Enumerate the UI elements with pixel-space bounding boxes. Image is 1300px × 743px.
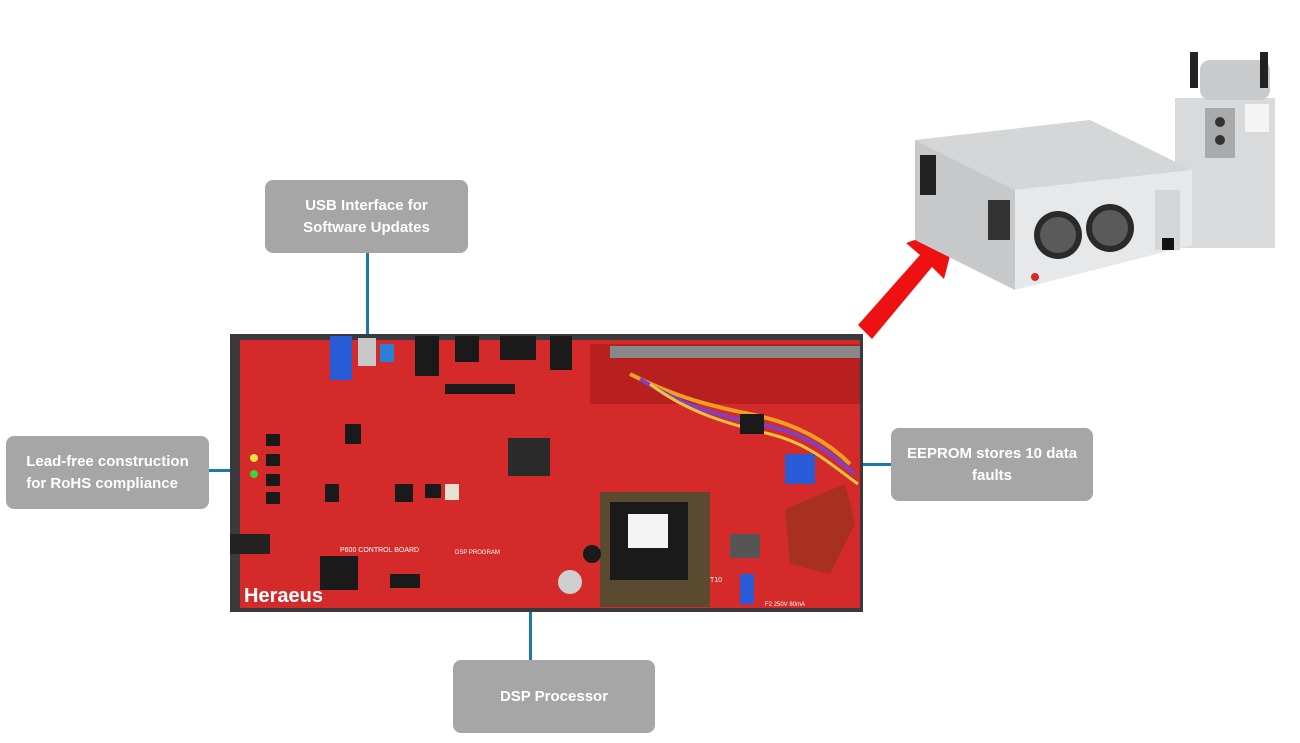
board-fuse-label: F2 250V 80mA <box>765 602 805 608</box>
board-dsp-label: DSP PROGRAM <box>455 550 500 556</box>
callout-dsp-processor: DSP Processor <box>453 660 655 733</box>
board-silkscreen-title: P600 CONTROL BOARD <box>340 547 419 554</box>
callout-usb-interface: USB Interface for Software Updates <box>265 180 468 253</box>
callout-lead-free: Lead-free construction for RoHS complian… <box>6 436 209 509</box>
power-supply-unit-illustration <box>915 52 1275 290</box>
callout-eeprom-line1: EEPROM stores 10 data <box>906 444 1078 462</box>
callout-eeprom: EEPROM stores 10 data faults <box>891 428 1093 501</box>
callout-dsp-line1: DSP Processor <box>499 687 609 705</box>
board-brand-logo: Heraeus <box>244 585 323 607</box>
red-arrow-icon <box>858 225 958 339</box>
control-board-photo: P600 CONTROL BOARD DSP PROGRAM Heraeus T… <box>230 334 863 612</box>
callout-usb-line2: Software Updates <box>303 218 430 236</box>
usb-connector-line <box>366 253 369 343</box>
board-ref-label: T10 <box>710 577 722 584</box>
callout-usb-line1: USB Interface for <box>305 196 428 214</box>
callout-leadfree-line2: for RoHS compliance <box>26 474 178 492</box>
callout-eeprom-line2: faults <box>971 466 1012 484</box>
callout-leadfree-line1: Lead-free construction <box>26 452 189 470</box>
